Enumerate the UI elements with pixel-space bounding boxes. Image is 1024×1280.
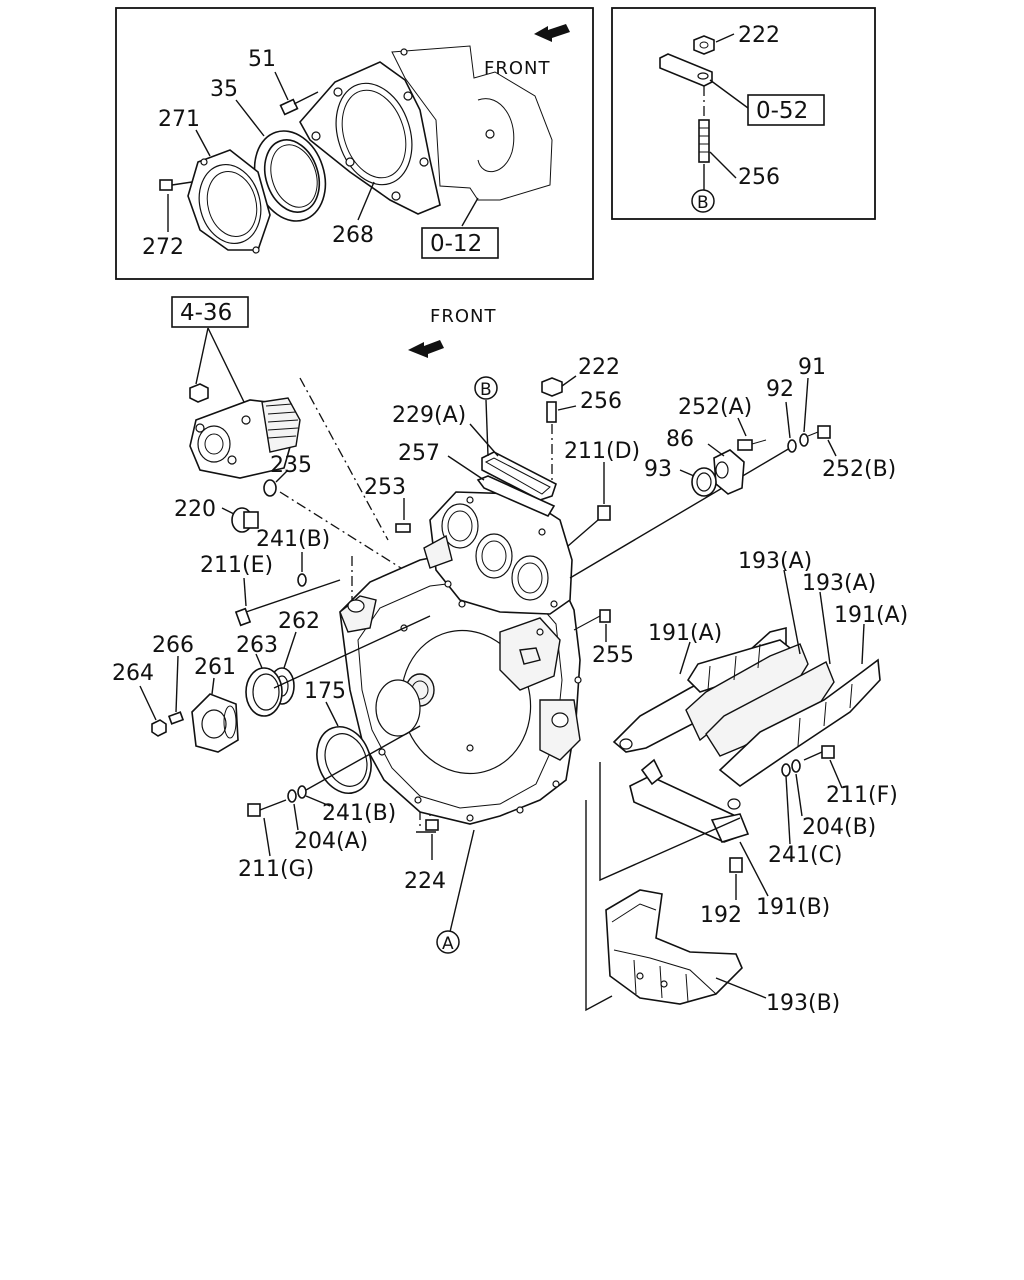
label-175: 175 <box>304 679 346 704</box>
label-193b: 193(B) <box>766 991 840 1016</box>
label-93: 93 <box>644 457 672 482</box>
ref-box-0-52-text: 0-52 <box>756 98 808 124</box>
label-241b-bottom: 241(B) <box>322 801 396 826</box>
cover-193b <box>605 889 743 1005</box>
circle-b-inset <box>691 189 715 213</box>
circle-b-inset-text: B <box>697 193 709 213</box>
label-252b: 252(B) <box>822 457 896 482</box>
label-86: 86 <box>666 427 694 452</box>
label-191b: 191(B) <box>756 895 830 920</box>
label-204a: 204(A) <box>294 829 368 854</box>
label-256: 256 <box>580 389 622 414</box>
circle-b <box>474 376 498 400</box>
left-inset: FRONT 51 35 271 272 268 0-12 <box>115 7 594 280</box>
label-91: 91 <box>798 355 826 380</box>
gear-case-block <box>423 491 573 615</box>
label-272: 272 <box>142 235 184 260</box>
ref-box-4-36 <box>171 296 249 328</box>
label-263: 263 <box>236 633 278 658</box>
label-193a-2: 193(A) <box>802 571 876 596</box>
front-label-main: FRONT <box>430 306 497 327</box>
circle-a-text: A <box>442 934 454 954</box>
label-193a-1: 193(A) <box>738 549 812 574</box>
bolt-51-shape <box>279 91 319 116</box>
label-255: 255 <box>592 643 634 668</box>
ref-box-0-12-text: 0-12 <box>430 231 482 257</box>
ref-box-0-12 <box>421 227 499 259</box>
label-222-inset: 222 <box>738 23 780 48</box>
label-191a-2: 191(A) <box>834 603 908 628</box>
label-92: 92 <box>766 377 794 402</box>
label-204b: 204(B) <box>802 815 876 840</box>
circle-a <box>436 930 460 954</box>
front-label-inset: FRONT <box>484 58 551 79</box>
pump-assembly <box>189 383 301 479</box>
label-35: 35 <box>210 77 238 102</box>
label-261: 261 <box>194 655 236 680</box>
label-241c: 241(C) <box>768 843 843 868</box>
main-diagram: 4-36 FRONT <box>112 296 908 1016</box>
label-241b-top: 241(B) <box>256 527 330 552</box>
label-229a: 229(A) <box>392 403 466 428</box>
label-224: 224 <box>404 869 446 894</box>
ref-box-4-36-text: 4-36 <box>180 300 232 326</box>
support-bracket-assembly <box>612 626 881 843</box>
label-222: 222 <box>578 355 620 380</box>
label-51: 51 <box>248 47 276 72</box>
label-257: 257 <box>398 441 440 466</box>
label-211g: 211(G) <box>238 857 314 882</box>
label-268: 268 <box>332 223 374 248</box>
label-211e: 211(E) <box>200 553 273 578</box>
label-264: 264 <box>112 661 154 686</box>
label-192: 192 <box>700 903 742 928</box>
label-271: 271 <box>158 107 200 132</box>
label-211d: 211(D) <box>564 439 640 464</box>
circle-b-text: B <box>480 380 492 400</box>
label-266: 266 <box>152 633 194 658</box>
label-252a: 252(A) <box>678 395 752 420</box>
label-235: 235 <box>270 453 312 478</box>
ref-box-0-52 <box>747 94 825 126</box>
label-256-inset: 256 <box>738 165 780 190</box>
label-211f: 211(F) <box>826 783 898 808</box>
label-191a-1: 191(A) <box>648 621 722 646</box>
label-262: 262 <box>278 609 320 634</box>
label-253: 253 <box>364 475 406 500</box>
flywheel-housing <box>339 549 582 825</box>
label-220: 220 <box>174 497 216 522</box>
right-inset: 222 0-52 256 B <box>611 7 876 220</box>
